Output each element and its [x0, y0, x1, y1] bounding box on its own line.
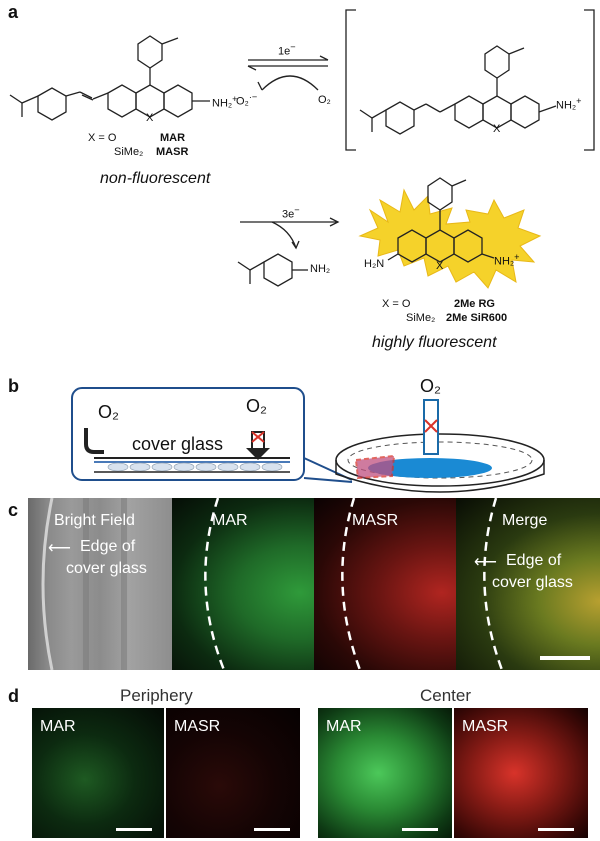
scale-bar-d1 [116, 828, 152, 831]
center-masr-image: MASR [454, 708, 588, 838]
panel-d-letter: d [8, 686, 19, 706]
bright-field-label: Bright Field [54, 512, 135, 529]
x-equals-o: X = O [88, 132, 117, 144]
masr-label-c: MASR [352, 512, 399, 529]
mar-label-d-left: MAR [40, 718, 76, 735]
reactant-nh2: NH₂+ [212, 94, 238, 110]
panel-b-diagram [71, 387, 545, 493]
panel-c-letter: c [8, 500, 19, 520]
masr-image: MASR [314, 498, 456, 670]
superoxide-label: O₂·− [236, 92, 258, 108]
cover-glass-label-1: cover glass [66, 560, 147, 577]
center-label: Center [420, 686, 472, 705]
product-x-o: X = O [382, 298, 411, 310]
edge-of-label-2: Edge of [506, 552, 562, 569]
product-2me-sir600: 2Me SiR600 [446, 312, 508, 324]
mar-image: MAR [172, 498, 314, 670]
merge-label: Merge [502, 512, 548, 529]
periphery-label: Periphery [120, 686, 193, 705]
mar-label-d-right: MAR [326, 718, 362, 735]
amine-nh2: NH₂ [310, 263, 331, 275]
panel-a-scheme [9, 9, 595, 289]
highly-fluorescent-label: highly fluorescent [372, 334, 497, 351]
masr-label-d-right: MASR [462, 718, 509, 735]
edge-arrow-right: ⟵ [474, 554, 497, 571]
mar-name: MAR [160, 132, 186, 144]
intermediate-nh2: NH₂+ [556, 96, 582, 112]
cover-glass-label-2: cover glass [492, 574, 573, 591]
panel-a-letter: a [8, 2, 19, 22]
masr-name: MASR [156, 146, 189, 158]
edge-of-label-1: Edge of [80, 538, 136, 555]
scale-bar-c [540, 656, 590, 660]
product-h2n: H₂N [364, 258, 385, 270]
mar-label-c: MAR [212, 512, 248, 529]
scale-bar-d4 [538, 828, 574, 831]
non-fluorescent-label: non-fluorescent [100, 170, 211, 187]
electron-label-3: 3e− [282, 205, 300, 221]
electron-label-1: 1e− [278, 42, 296, 58]
center-mar-image: MAR [318, 708, 452, 838]
oxygen-label: O₂ [318, 94, 331, 106]
edge-arrow-left: ⟵ [48, 540, 71, 557]
product-2me-rg: 2Me RG [454, 298, 495, 310]
product-nh2: NH₂+ [494, 252, 520, 268]
reactant-x: X [146, 112, 154, 124]
oxygen-label-inset-arrow: O₂ [246, 396, 267, 416]
merge-image: Merge ⟵ Edge of cover glass [456, 498, 600, 670]
bright-field-image: Bright Field ⟵ Edge of cover glass [28, 498, 172, 670]
cover-glass-label: cover glass [132, 434, 224, 454]
oxygen-label-inset-left: O₂ [98, 402, 119, 422]
intermediate-x: X [493, 123, 501, 135]
masr-label-d-left: MASR [174, 718, 221, 735]
x-equals-si: SiMe₂ [114, 146, 144, 158]
scale-bar-d3 [402, 828, 438, 831]
periphery-mar-image: MAR [32, 708, 164, 838]
oxygen-label-dish: O₂ [420, 376, 441, 396]
product-x: X [436, 260, 444, 272]
periphery-masr-image: MASR [166, 708, 300, 838]
scale-bar-d2 [254, 828, 290, 831]
panel-b-letter: b [8, 376, 19, 396]
product-x-si: SiMe₂ [406, 312, 436, 324]
